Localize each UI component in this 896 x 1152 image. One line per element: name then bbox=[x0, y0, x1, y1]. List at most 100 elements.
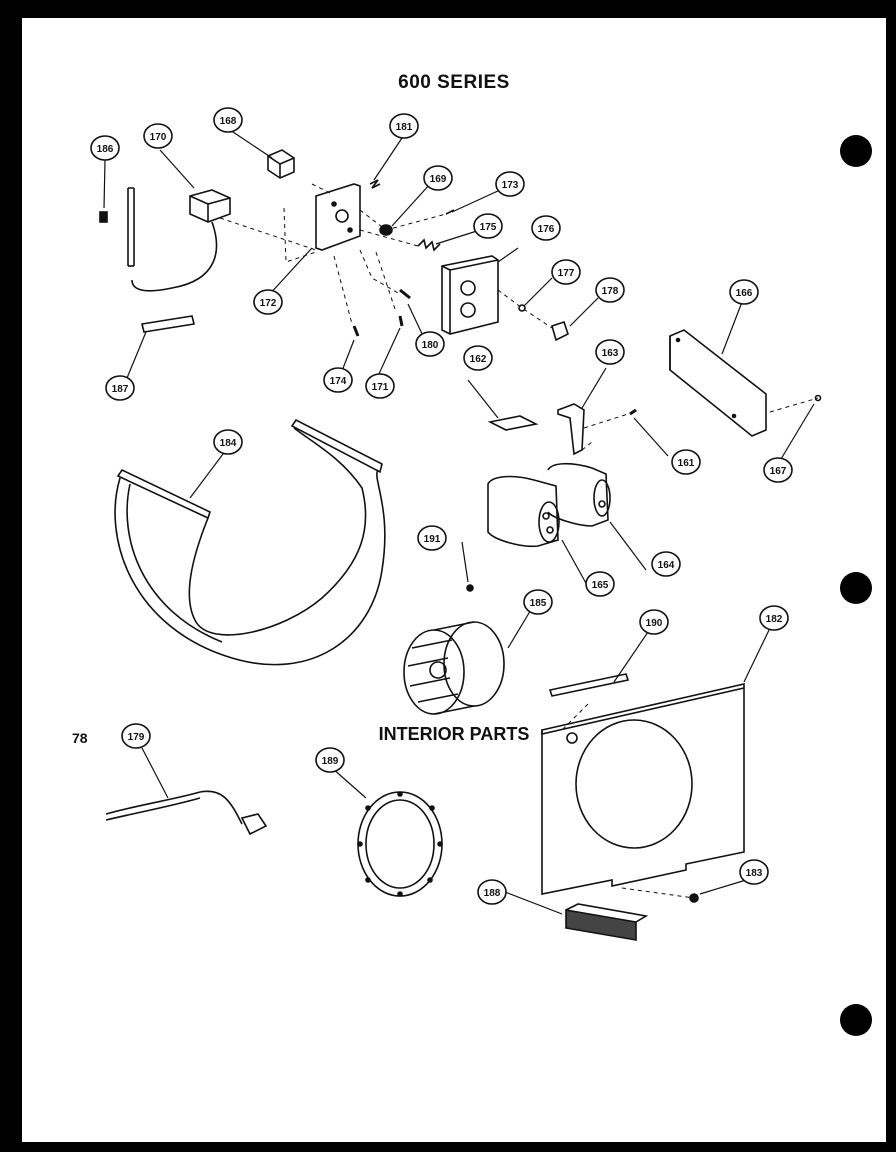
callout-178: 178 bbox=[595, 277, 625, 303]
part-173-screw bbox=[445, 209, 455, 215]
callout-189: 189 bbox=[315, 747, 345, 773]
callout-172: 172 bbox=[253, 289, 283, 315]
callout-169: 169 bbox=[423, 165, 453, 191]
callout-176: 176 bbox=[531, 215, 561, 241]
leader-lines bbox=[103, 129, 815, 915]
part-184-scroll-housing bbox=[114, 418, 386, 666]
part-164-capacitor bbox=[547, 462, 611, 527]
part-161-screw bbox=[629, 408, 637, 416]
svg-text:168: 168 bbox=[220, 116, 237, 127]
part-162-bracket bbox=[487, 415, 539, 431]
svg-text:169: 169 bbox=[430, 174, 447, 185]
callout-162: 162 bbox=[463, 345, 493, 371]
callout-177: 177 bbox=[551, 259, 581, 285]
callout-191: 191 bbox=[417, 525, 447, 551]
svg-text:170: 170 bbox=[150, 132, 167, 143]
callout-165-top: 165 bbox=[585, 571, 615, 597]
svg-text:186: 186 bbox=[97, 144, 114, 155]
svg-text:181: 181 bbox=[396, 122, 413, 133]
part-179-wiring-harness bbox=[105, 790, 268, 836]
callout-185: 185 bbox=[523, 589, 553, 615]
binder-hole-middle bbox=[840, 572, 872, 604]
callout-173: 173 bbox=[495, 171, 525, 197]
page-number: 78 bbox=[72, 730, 88, 746]
callout-164: 164 bbox=[651, 551, 681, 577]
binder-hole-bottom bbox=[840, 1004, 872, 1036]
callout-179: 179 bbox=[121, 723, 151, 749]
assembly-dashed-lines bbox=[219, 183, 819, 899]
svg-text:179: 179 bbox=[128, 732, 145, 743]
svg-text:176: 176 bbox=[538, 224, 555, 235]
callout-174: 174 bbox=[323, 367, 353, 393]
svg-text:163: 163 bbox=[602, 348, 619, 359]
svg-text:190: 190 bbox=[646, 618, 663, 629]
callout-187: 187 bbox=[105, 375, 135, 401]
callout-183: 183 bbox=[739, 859, 769, 885]
binder-hole-top bbox=[840, 135, 872, 167]
svg-text:162: 162 bbox=[470, 354, 487, 365]
part-175-spring bbox=[417, 238, 441, 252]
callout-161: 161 bbox=[671, 449, 701, 475]
exploded-parts-diagram: 186 170 168 181 169 173 175 176 177 178 … bbox=[90, 107, 822, 941]
svg-text:182: 182 bbox=[766, 614, 783, 625]
callout-181: 181 bbox=[389, 113, 419, 139]
part-180-screw bbox=[399, 288, 411, 300]
part-187-rod bbox=[141, 315, 195, 333]
part-168-switch-box bbox=[267, 149, 295, 179]
svg-text:167: 167 bbox=[770, 466, 787, 477]
svg-text:171: 171 bbox=[372, 382, 389, 393]
callout-184: 184 bbox=[213, 429, 243, 455]
page-title: 600 SERIES bbox=[398, 72, 510, 93]
svg-text:180: 180 bbox=[422, 340, 439, 351]
callout-168: 168 bbox=[213, 107, 243, 133]
part-177-ring bbox=[518, 304, 526, 312]
callout-190: 190 bbox=[639, 609, 669, 635]
svg-text:178: 178 bbox=[602, 286, 619, 297]
part-190-strip bbox=[548, 673, 630, 697]
svg-text:174: 174 bbox=[330, 376, 347, 387]
callout-bubbles: 186 170 168 181 169 173 175 176 177 178 … bbox=[90, 107, 793, 905]
svg-text:189: 189 bbox=[322, 756, 339, 767]
part-181-spring bbox=[369, 179, 381, 189]
part-188-block bbox=[565, 903, 649, 941]
svg-text:161: 161 bbox=[678, 458, 695, 469]
svg-text:172: 172 bbox=[260, 298, 277, 309]
callout-171: 171 bbox=[365, 373, 395, 399]
part-167-screw bbox=[814, 394, 822, 402]
svg-text:185: 185 bbox=[530, 598, 547, 609]
callout-180: 180 bbox=[415, 331, 445, 357]
svg-text:188: 188 bbox=[484, 888, 501, 899]
part-170-thermostat bbox=[127, 187, 231, 292]
part-165-capacitor bbox=[487, 475, 560, 548]
parts-sheet: 600 SERIES 78 INTERIOR PARTS bbox=[22, 18, 886, 1142]
svg-text:175: 175 bbox=[480, 222, 497, 233]
svg-text:166: 166 bbox=[736, 288, 753, 299]
part-186-screw bbox=[99, 211, 108, 223]
part-174-screw bbox=[352, 325, 360, 337]
callout-175: 175 bbox=[473, 213, 503, 239]
svg-text:187: 187 bbox=[112, 384, 129, 395]
callout-170: 170 bbox=[143, 123, 173, 149]
callout-188: 188 bbox=[477, 879, 507, 905]
svg-text:164: 164 bbox=[658, 560, 675, 571]
part-191-screw bbox=[466, 584, 474, 592]
svg-text:184: 184 bbox=[220, 438, 237, 449]
svg-text:177: 177 bbox=[558, 268, 575, 279]
callout-182: 182 bbox=[759, 605, 789, 631]
part-182-orifice-panel bbox=[541, 682, 745, 895]
part-176-bracket bbox=[441, 255, 499, 335]
svg-text:173: 173 bbox=[502, 180, 519, 191]
callout-166: 166 bbox=[729, 279, 759, 305]
part-163-bracket bbox=[557, 403, 585, 456]
footer-title: INTERIOR PARTS bbox=[378, 724, 530, 744]
svg-text:183: 183 bbox=[746, 868, 763, 879]
svg-text:165: 165 bbox=[592, 580, 609, 591]
part-172-control-plate bbox=[315, 183, 361, 251]
part-178-knob bbox=[551, 320, 569, 342]
part-166-cover-plate bbox=[669, 329, 767, 437]
callout-163: 163 bbox=[595, 339, 625, 365]
svg-text:191: 191 bbox=[424, 534, 441, 545]
callout-186: 186 bbox=[90, 135, 120, 161]
part-171-screw bbox=[398, 315, 404, 327]
callout-167: 167 bbox=[763, 457, 793, 483]
